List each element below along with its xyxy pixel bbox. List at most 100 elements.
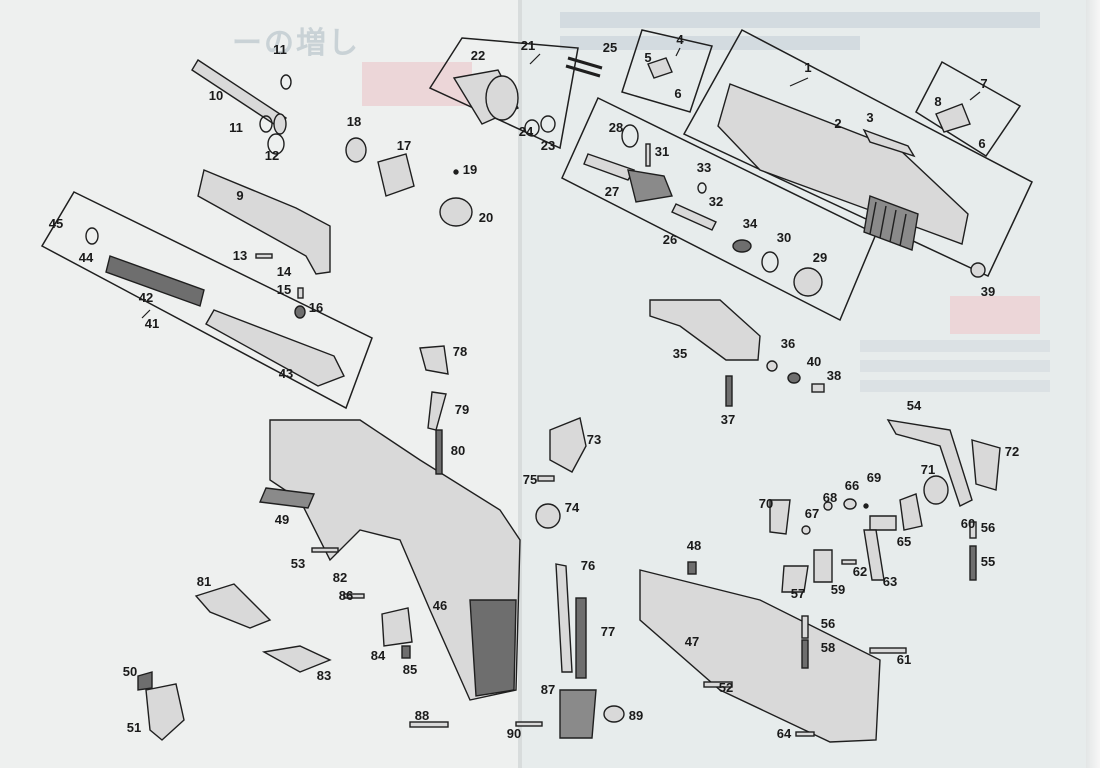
part-number-label: 64 <box>777 726 792 741</box>
pin-part <box>869 647 907 654</box>
part-number-label: 49 <box>275 512 289 527</box>
part-number-label: 24 <box>519 124 534 139</box>
part-number-label: 88 <box>415 708 429 723</box>
pin-part <box>311 547 339 553</box>
leader-lines <box>141 47 981 319</box>
sear-part <box>419 345 449 375</box>
cylinder-head-part <box>793 267 823 297</box>
washer-part <box>524 119 540 137</box>
part-number-label: 33 <box>697 160 711 175</box>
part-number-label: 7 <box>980 76 987 91</box>
pin-part <box>811 383 825 393</box>
o-ring-part <box>621 124 639 148</box>
part-number-label: 6 <box>978 136 985 151</box>
part-number-label: 20 <box>479 210 493 225</box>
spring-small-part <box>787 372 801 384</box>
trigger-part <box>145 683 185 741</box>
page-fold <box>518 0 522 768</box>
part-number-label: 5 <box>644 50 651 65</box>
spring-part <box>969 545 977 581</box>
o-ring-part <box>267 133 285 155</box>
background-text-band <box>560 12 1040 28</box>
hammer-part <box>549 417 587 473</box>
part-number-label: 29 <box>813 250 827 265</box>
magazine-catch-part <box>559 689 597 739</box>
screw-part <box>766 360 778 372</box>
cap-part <box>603 705 625 723</box>
part-number-label: 79 <box>455 402 469 417</box>
part-number-label: 58 <box>821 640 835 655</box>
piston-rod-part <box>671 203 717 231</box>
part-number-label: 14 <box>277 264 292 279</box>
part-number-label: 11 <box>273 42 287 57</box>
part-number-label: 82 <box>333 570 347 585</box>
part-number-label: 54 <box>907 398 922 413</box>
pin-part <box>843 498 857 510</box>
part-number-label: 38 <box>827 368 841 383</box>
spring-part <box>435 429 443 475</box>
part-number-label: 4 <box>676 32 684 47</box>
cylinder-part <box>439 197 473 227</box>
decocker-part <box>261 645 332 673</box>
pin-part <box>343 593 365 599</box>
part-number-label: 25 <box>603 40 617 55</box>
part-number-label: 60 <box>961 516 975 531</box>
part-number-label: 56 <box>821 616 835 631</box>
part-number-label: 39 <box>981 284 995 299</box>
o-ring-part <box>697 182 707 194</box>
nut-part <box>970 262 986 278</box>
part-number-label: 57 <box>791 586 805 601</box>
part-number-label: 81 <box>197 574 211 589</box>
part-number-label: 51 <box>127 720 141 735</box>
part-number-label: 78 <box>453 344 467 359</box>
part-number-label: 53 <box>291 556 305 571</box>
pin-part <box>537 475 555 482</box>
group-boxes <box>40 28 1033 410</box>
part-number-label: 18 <box>347 114 361 129</box>
hammer-strut-part <box>555 563 573 673</box>
screw-part <box>801 525 811 535</box>
part-number-label: 71 <box>921 462 935 477</box>
group-box-21 <box>428 37 579 150</box>
o-ring-part <box>761 251 779 273</box>
background-heading: ーの増し <box>232 27 360 60</box>
slide-part <box>717 83 969 251</box>
part-number-label: 26 <box>663 232 677 247</box>
ejector-part <box>381 607 413 647</box>
lever-part <box>769 499 791 535</box>
part-number-label: 34 <box>743 216 758 231</box>
part-number-label: 66 <box>845 478 859 493</box>
part-number-label: 44 <box>79 250 94 265</box>
part-number-label: 40 <box>807 354 821 369</box>
page-edge-shadow <box>1086 0 1100 768</box>
part-number-label: 84 <box>371 648 386 663</box>
part-number-label: 76 <box>581 558 595 573</box>
part-number-label: 32 <box>709 194 723 209</box>
spring-part <box>575 597 587 679</box>
part-number-label: 90 <box>507 726 521 741</box>
part-number-label: 47 <box>685 634 699 649</box>
part-number-label: 10 <box>209 88 223 103</box>
part-number-label: 30 <box>777 230 791 245</box>
spring-part <box>725 375 733 407</box>
part-number-label: 13 <box>233 248 247 263</box>
pin-part <box>969 521 977 539</box>
spring-small-part <box>732 239 752 253</box>
group-box-26 <box>561 96 877 322</box>
o-ring-part <box>280 74 292 90</box>
plate-part <box>971 439 1001 491</box>
part-number-label: 75 <box>523 472 537 487</box>
o-ring-part <box>259 115 273 133</box>
part-number-label: 8 <box>934 94 941 109</box>
rear-sight-part <box>935 103 971 133</box>
slide-cover-part <box>862 128 916 158</box>
part-number-label: 70 <box>759 496 773 511</box>
part-number-label: 69 <box>867 470 881 485</box>
part-number-label: 6 <box>674 86 681 101</box>
background-text-band <box>860 380 1050 392</box>
plate-part <box>923 475 949 505</box>
part-number-label: 37 <box>721 412 735 427</box>
plate-part <box>258 487 316 509</box>
pin-part <box>255 253 273 259</box>
